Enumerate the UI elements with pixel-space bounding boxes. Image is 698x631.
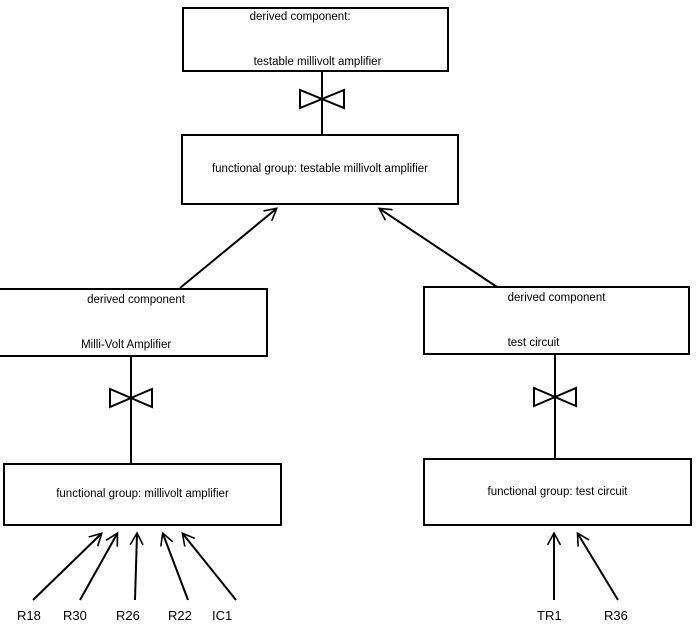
node-label-line1: derived component bbox=[507, 291, 606, 304]
node-functional-group-testable-millivolt-amplifier[interactable]: functional group: testable millivolt amp… bbox=[181, 134, 459, 205]
node-label-group: functional group: millivolt amplifier bbox=[56, 457, 229, 532]
leaf-label-r30[interactable]: R30 bbox=[63, 608, 87, 623]
node-label-line1: functional group: testable millivolt amp… bbox=[211, 163, 429, 175]
node-functional-group-test-circuit[interactable]: functional group: test circuit bbox=[423, 458, 692, 526]
node-functional-group-millivolt-amplifier[interactable]: functional group: millivolt amplifier bbox=[3, 463, 282, 526]
edge-r22-to-fg-mvamp bbox=[163, 534, 189, 601]
node-label-line2: test circuit bbox=[507, 336, 560, 349]
edge-r18-to-fg-mvamp bbox=[32, 534, 101, 601]
node-label-group: derived component: testable millivolt am… bbox=[250, 0, 382, 100]
node-label-group: derived component Milli-Volt Amplifier bbox=[81, 263, 185, 383]
node-label-group: functional group: test circuit bbox=[488, 455, 628, 530]
node-label-line2: testable millivolt amplifier bbox=[253, 55, 382, 68]
bowtie-top-icon bbox=[299, 88, 345, 110]
node-label-line1: functional group: millivolt amplifier bbox=[56, 488, 229, 500]
leaf-label-ic1[interactable]: IC1 bbox=[212, 608, 233, 623]
node-label-line1: derived component bbox=[87, 293, 185, 306]
leaf-label-tr1[interactable]: TR1 bbox=[537, 608, 562, 623]
node-label-line1: derived component: bbox=[249, 10, 351, 23]
node-label-line1: functional group: test circuit bbox=[487, 485, 628, 498]
edge-r30-to-fg-mvamp bbox=[79, 534, 117, 601]
edge-r36-to-fg-testcircuit bbox=[578, 534, 619, 601]
leaf-label-r36[interactable]: R36 bbox=[604, 608, 628, 623]
node-label-line2: Milli-Volt Amplifier bbox=[81, 338, 172, 351]
edge-derived-mvamp-to-fg bbox=[179, 209, 276, 289]
node-derived-component-milli-volt-amplifier[interactable]: derived component Milli-Volt Amplifier bbox=[0, 288, 268, 357]
node-label-group: functional group: testable millivolt amp… bbox=[212, 132, 428, 207]
leaf-label-r26[interactable]: R26 bbox=[116, 608, 140, 623]
edge-r26-to-fg-mvamp bbox=[135, 534, 137, 601]
leaf-label-r18[interactable]: R18 bbox=[17, 608, 41, 623]
leaf-label-r22[interactable]: R22 bbox=[168, 608, 192, 623]
edge-derived-testcircuit-to-fg bbox=[380, 209, 498, 288]
node-label-group: derived component test circuit bbox=[508, 261, 606, 381]
node-derived-component-test-circuit[interactable]: derived component test circuit bbox=[423, 286, 690, 355]
bowtie-right-icon bbox=[533, 386, 577, 408]
node-derived-component-testable-millivolt-amplifier[interactable]: derived component: testable millivolt am… bbox=[182, 7, 449, 72]
bowtie-left-icon bbox=[109, 387, 153, 409]
edge-ic1-to-fg-mvamp bbox=[183, 534, 237, 601]
